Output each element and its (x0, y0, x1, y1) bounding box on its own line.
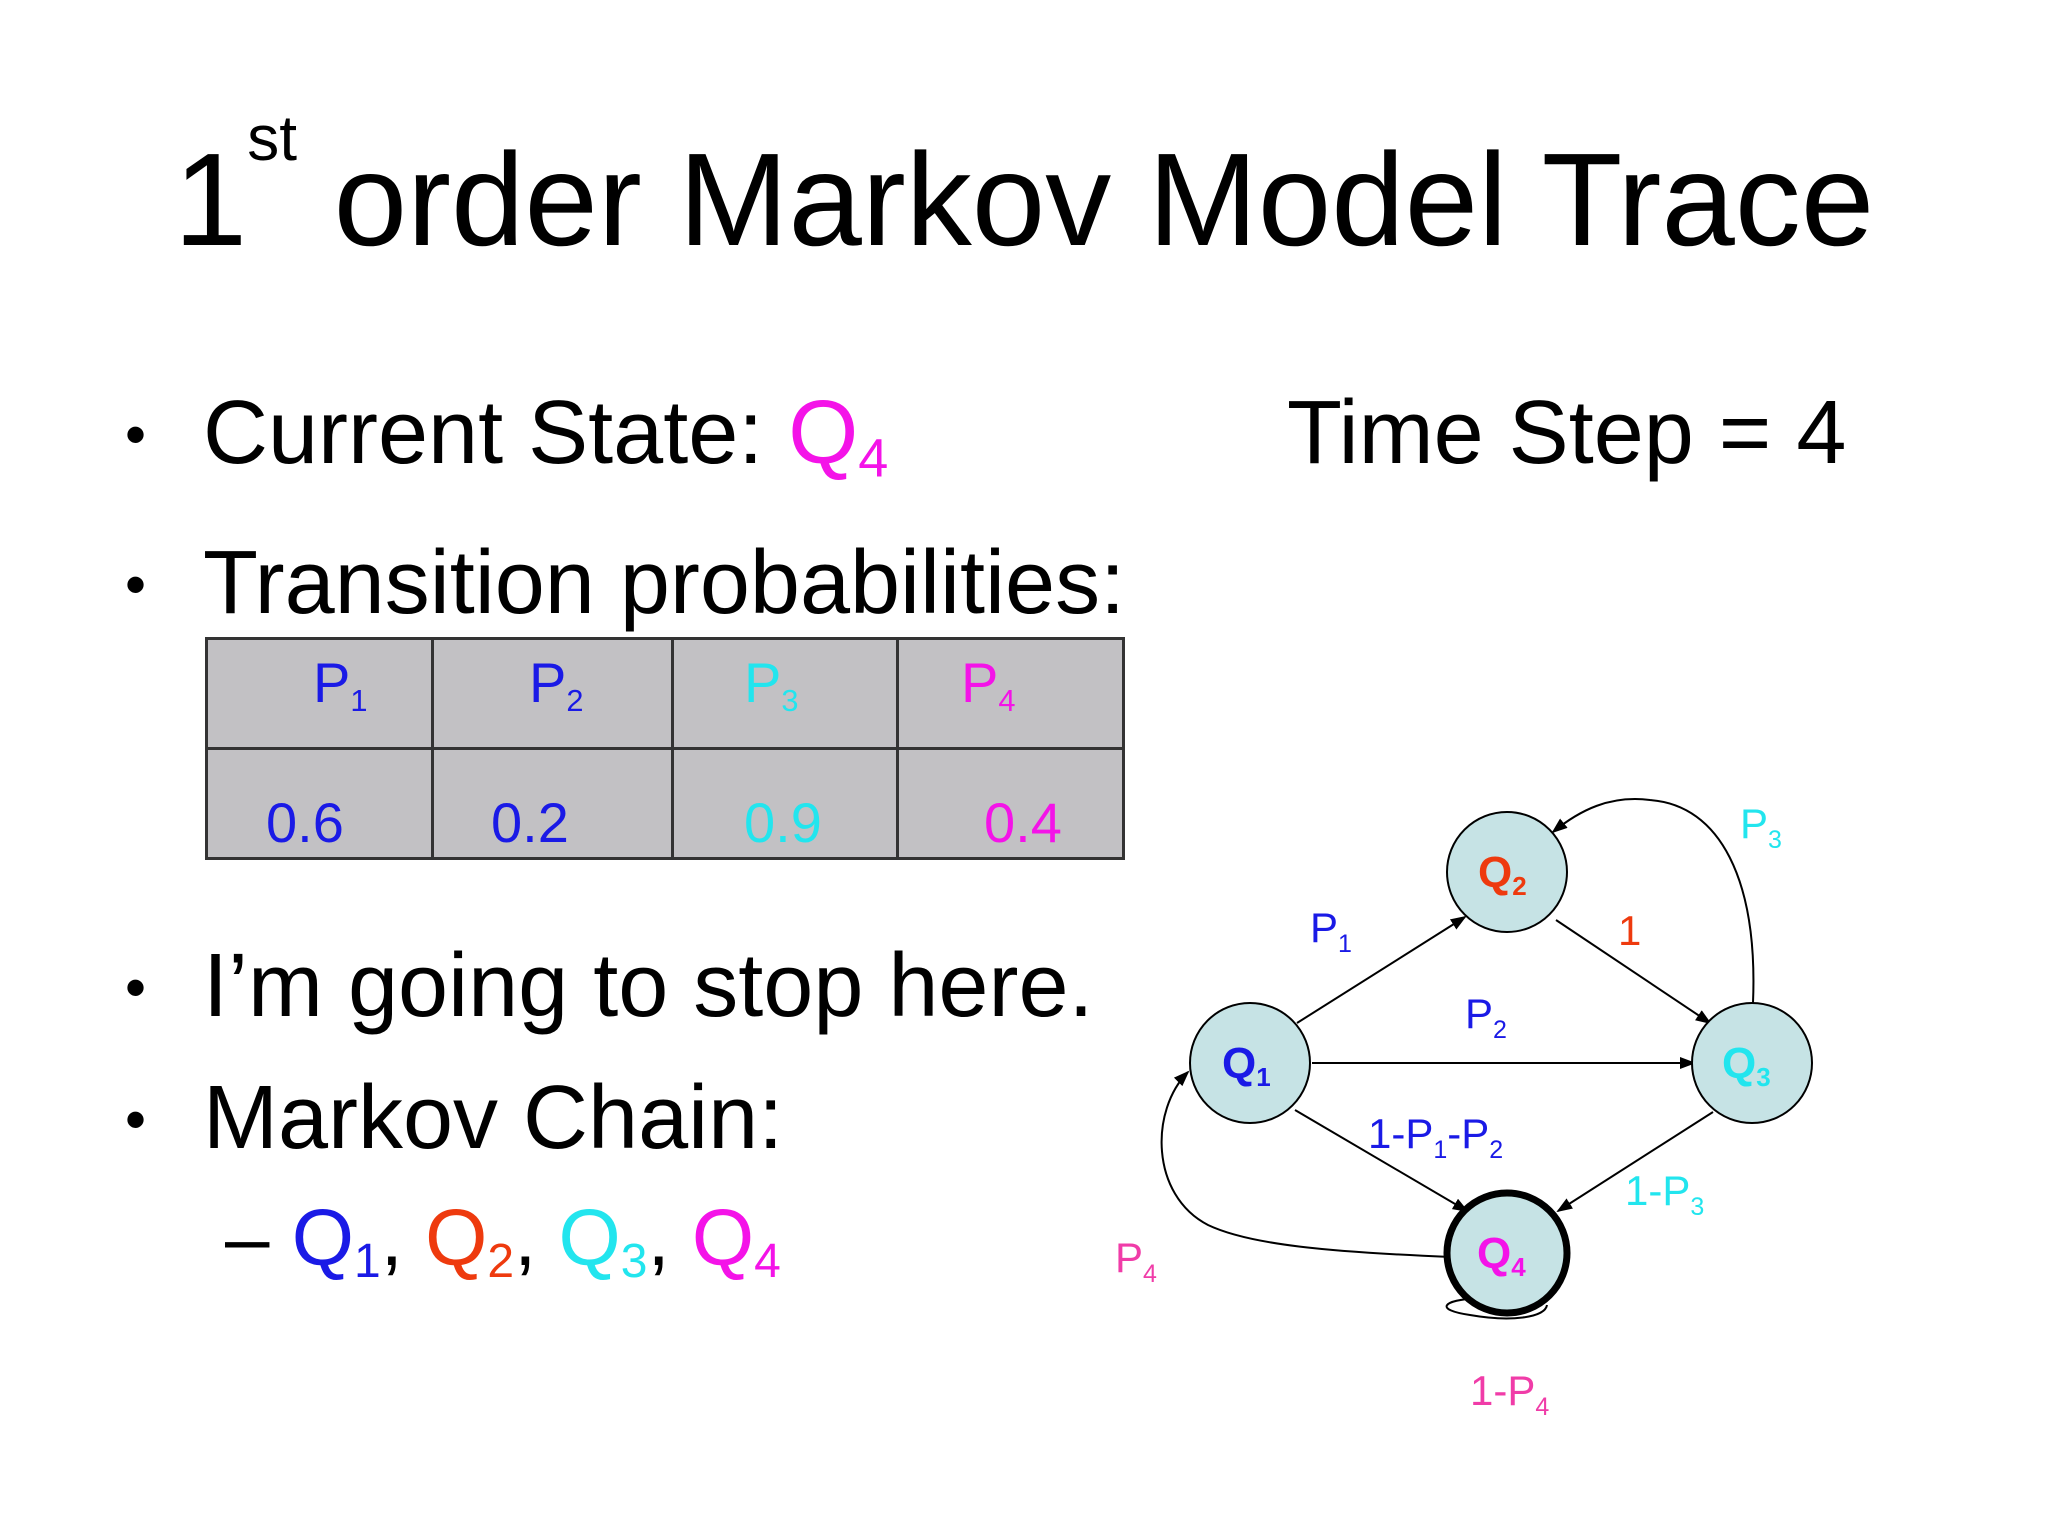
edge-label-1-p4: 1-P4 (1470, 1367, 1549, 1421)
title-superscript: st (247, 102, 297, 174)
bullet-marker: • (125, 401, 147, 468)
chain-label: Markov Chain: (203, 1068, 784, 1168)
table-value-row: 0.6 0.2 0.9 0.4 (205, 747, 1125, 860)
edge-q1-q4 (1294, 1109, 1469, 1213)
table-header-cell: P2 (431, 637, 674, 750)
chain-separator: , (647, 1193, 692, 1282)
node-q1 (1189, 1002, 1311, 1124)
node-q3 (1691, 1002, 1813, 1124)
node-q4-label: Q4 (1477, 1229, 1526, 1282)
chain-state-q1: Q1 (291, 1193, 381, 1288)
title-prefix: 1 (173, 126, 248, 273)
bullet-marker: • (125, 551, 147, 618)
edge-label-p1: P1 (1310, 904, 1352, 958)
stop-text: I’m going to stop here. (203, 936, 1094, 1036)
edge-label-p3: P3 (1740, 800, 1782, 854)
current-state-label: Current State: (203, 383, 789, 483)
title-text: order Markov Model Trace (333, 126, 1875, 273)
edge-q2-q3 (1555, 919, 1712, 1025)
node-q1-label: Q1 (1222, 1039, 1271, 1092)
table-header-p2: P2 (529, 651, 584, 719)
edge-label-1: 1 (1618, 907, 1641, 954)
table-header-cell: P4 (896, 637, 1125, 750)
chain-separator: , (514, 1193, 559, 1282)
edge-label-p2: P2 (1465, 990, 1507, 1044)
current-state-line: Current State: Q4 (203, 383, 888, 509)
table-header-p1: P1 (313, 651, 368, 719)
edge-label-1-p1-p2: 1-P1-P2 (1368, 1110, 1503, 1164)
table-header-row: P1 P2 P3 P4 (205, 637, 1125, 750)
edge-q3-q4 (1556, 1111, 1714, 1213)
node-q2-label: Q2 (1478, 848, 1527, 901)
table-value-cell: 0.9 (671, 747, 899, 860)
edge-label-1-p3: 1-P3 (1625, 1167, 1704, 1221)
table-value-cell: 0.2 (431, 747, 674, 860)
transition-table: P1 P2 P3 P4 0.6 0.2 0.9 0.4 (205, 637, 1125, 860)
chain-state-q4: Q4 (691, 1193, 781, 1288)
time-step: Time Step = 4 (1287, 383, 1847, 483)
markov-chain-sequence: – Q1, Q2, Q3, Q4 (225, 1188, 781, 1312)
table-value-cell: 0.4 (896, 747, 1125, 860)
chain-dash: – (225, 1193, 270, 1282)
edge-q3-q2 (1551, 798, 1755, 1004)
table-header-p4: P4 (961, 651, 1016, 719)
table-header-p3: P3 (744, 651, 799, 719)
edge-q4-self-loop (1445, 1297, 1548, 1320)
node-q3-label: Q3 (1722, 1039, 1771, 1092)
node-q2 (1446, 811, 1568, 933)
slide-title: 1st order Markov Model Trace (0, 106, 2048, 280)
chain-state-q2: Q2 (425, 1193, 515, 1288)
bullet-marker: • (125, 1086, 147, 1153)
chain-state-q3: Q3 (558, 1193, 648, 1288)
current-state-value: Q4 (788, 383, 889, 489)
edge-label-p4: P4 (1115, 1234, 1157, 1288)
table-value-cell: 0.6 (205, 747, 434, 860)
edge-q1-q2 (1296, 915, 1467, 1024)
table-header-cell: P1 (205, 637, 434, 750)
transition-label: Transition probabilities: (203, 533, 1126, 633)
edge-q4-q1 (1160, 1070, 1452, 1258)
node-q4-current (1443, 1189, 1571, 1317)
table-header-cell: P3 (671, 637, 899, 750)
chain-separator: , (380, 1193, 426, 1282)
bullet-marker: • (125, 954, 147, 1021)
